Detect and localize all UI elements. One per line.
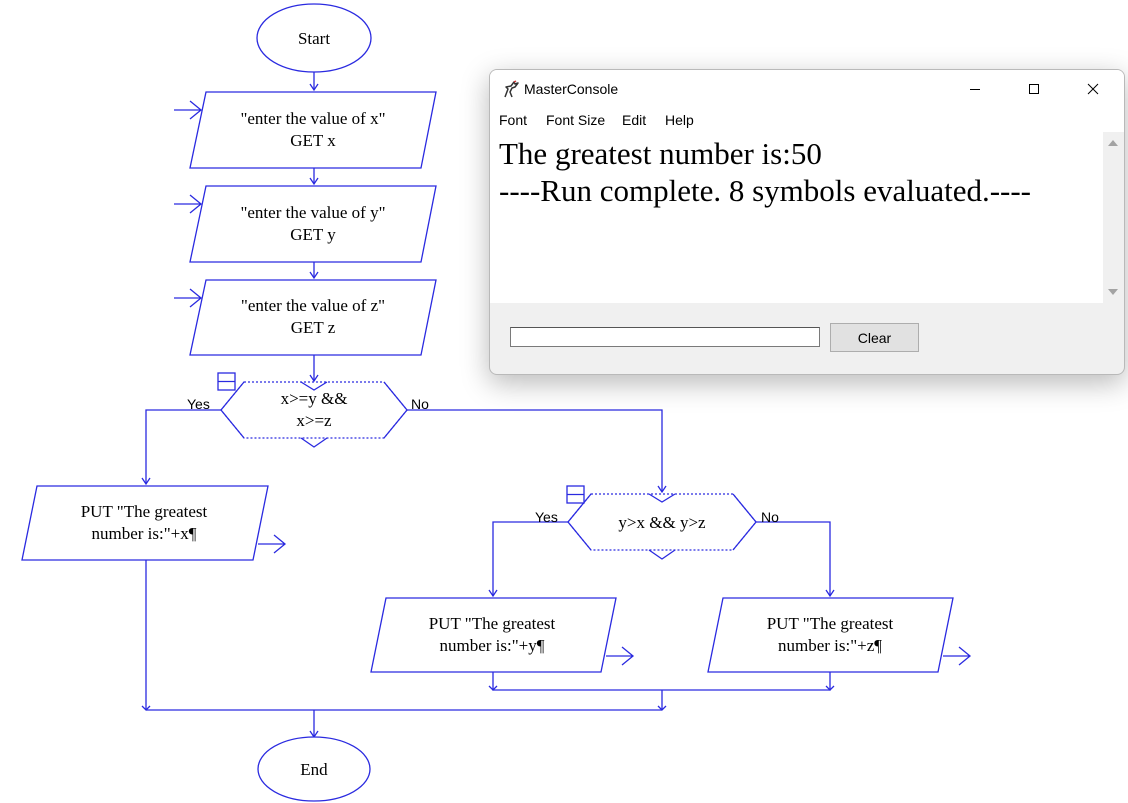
menu-edit[interactable]: Edit: [622, 112, 647, 128]
collapse-toggle-icon[interactable]: [217, 372, 236, 391]
scroll-up-icon[interactable]: [1108, 140, 1118, 146]
end-label: End: [300, 760, 328, 779]
output-x-line1: PUT "The greatest: [81, 502, 208, 521]
maximize-icon: [1029, 84, 1039, 94]
decision-1[interactable]: [220, 381, 408, 448]
output-z-line2: number is:"+z¶: [778, 636, 882, 655]
output-y-box[interactable]: [370, 597, 617, 673]
minimize-icon: [970, 89, 980, 90]
menu-bar: Font Font Size Edit Help: [490, 108, 1124, 132]
scroll-down-icon[interactable]: [1108, 289, 1118, 295]
decision-2-no-label: No: [761, 509, 779, 525]
decision-2-condition: y>x && y>z: [618, 513, 706, 532]
output-y-line1: PUT "The greatest: [429, 614, 556, 633]
input-x-prompt: "enter the value of x": [240, 109, 385, 128]
connector-lines: [141, 72, 972, 739]
start-label: Start: [298, 29, 330, 48]
decision-1-no-label: No: [411, 396, 429, 412]
decision-2[interactable]: [567, 493, 757, 560]
output-line-1: The greatest number is:50: [499, 136, 822, 171]
output-x-line2: number is:"+x¶: [92, 524, 197, 543]
input-x-get: GET x: [290, 131, 336, 150]
input-y-get: GET y: [290, 225, 336, 244]
decision-2-yes-label: Yes: [535, 509, 558, 525]
end-terminal[interactable]: [257, 736, 371, 802]
output-z-box[interactable]: [707, 597, 954, 673]
clear-button[interactable]: Clear: [830, 323, 919, 352]
output-z-line1: PUT "The greatest: [767, 614, 894, 633]
title-bar[interactable]: MasterConsole: [490, 70, 1124, 108]
decision-1-condition: x>=y &&: [281, 389, 348, 408]
close-icon: [1087, 83, 1099, 95]
input-y-prompt: "enter the value of y": [240, 203, 385, 222]
vertical-scrollbar[interactable]: [1103, 132, 1123, 303]
console-input[interactable]: [510, 327, 820, 347]
input-z-get: GET z: [291, 318, 336, 337]
window-title: MasterConsole: [524, 81, 619, 97]
menu-help[interactable]: Help: [665, 112, 694, 128]
output-x-box[interactable]: [21, 485, 269, 561]
input-z-box[interactable]: [189, 279, 437, 356]
app-logo-icon: [504, 80, 519, 98]
decision-1-yes-label: Yes: [187, 396, 210, 412]
input-x-box[interactable]: [189, 91, 437, 169]
close-button[interactable]: [1064, 70, 1122, 108]
input-z-prompt: "enter the value of z": [241, 296, 385, 315]
output-line-2: ----Run complete. 8 symbols evaluated.--…: [499, 173, 1031, 208]
menu-font-size[interactable]: Font Size: [546, 112, 606, 128]
input-y-box[interactable]: [189, 185, 437, 263]
minimize-button[interactable]: [946, 70, 1004, 108]
console-output[interactable]: The greatest number is:50 ----Run comple…: [490, 132, 1103, 303]
start-terminal[interactable]: [256, 3, 372, 73]
collapse-toggle-icon-2[interactable]: [566, 485, 585, 504]
maximize-button[interactable]: [1005, 70, 1063, 108]
decision-1-condition-cont: x>=z: [296, 411, 332, 430]
menu-font[interactable]: Font: [499, 112, 528, 128]
master-console-window: MasterConsole Font Font Size Edit Help T…: [489, 69, 1125, 375]
output-y-line2: number is:"+y¶: [440, 636, 545, 655]
